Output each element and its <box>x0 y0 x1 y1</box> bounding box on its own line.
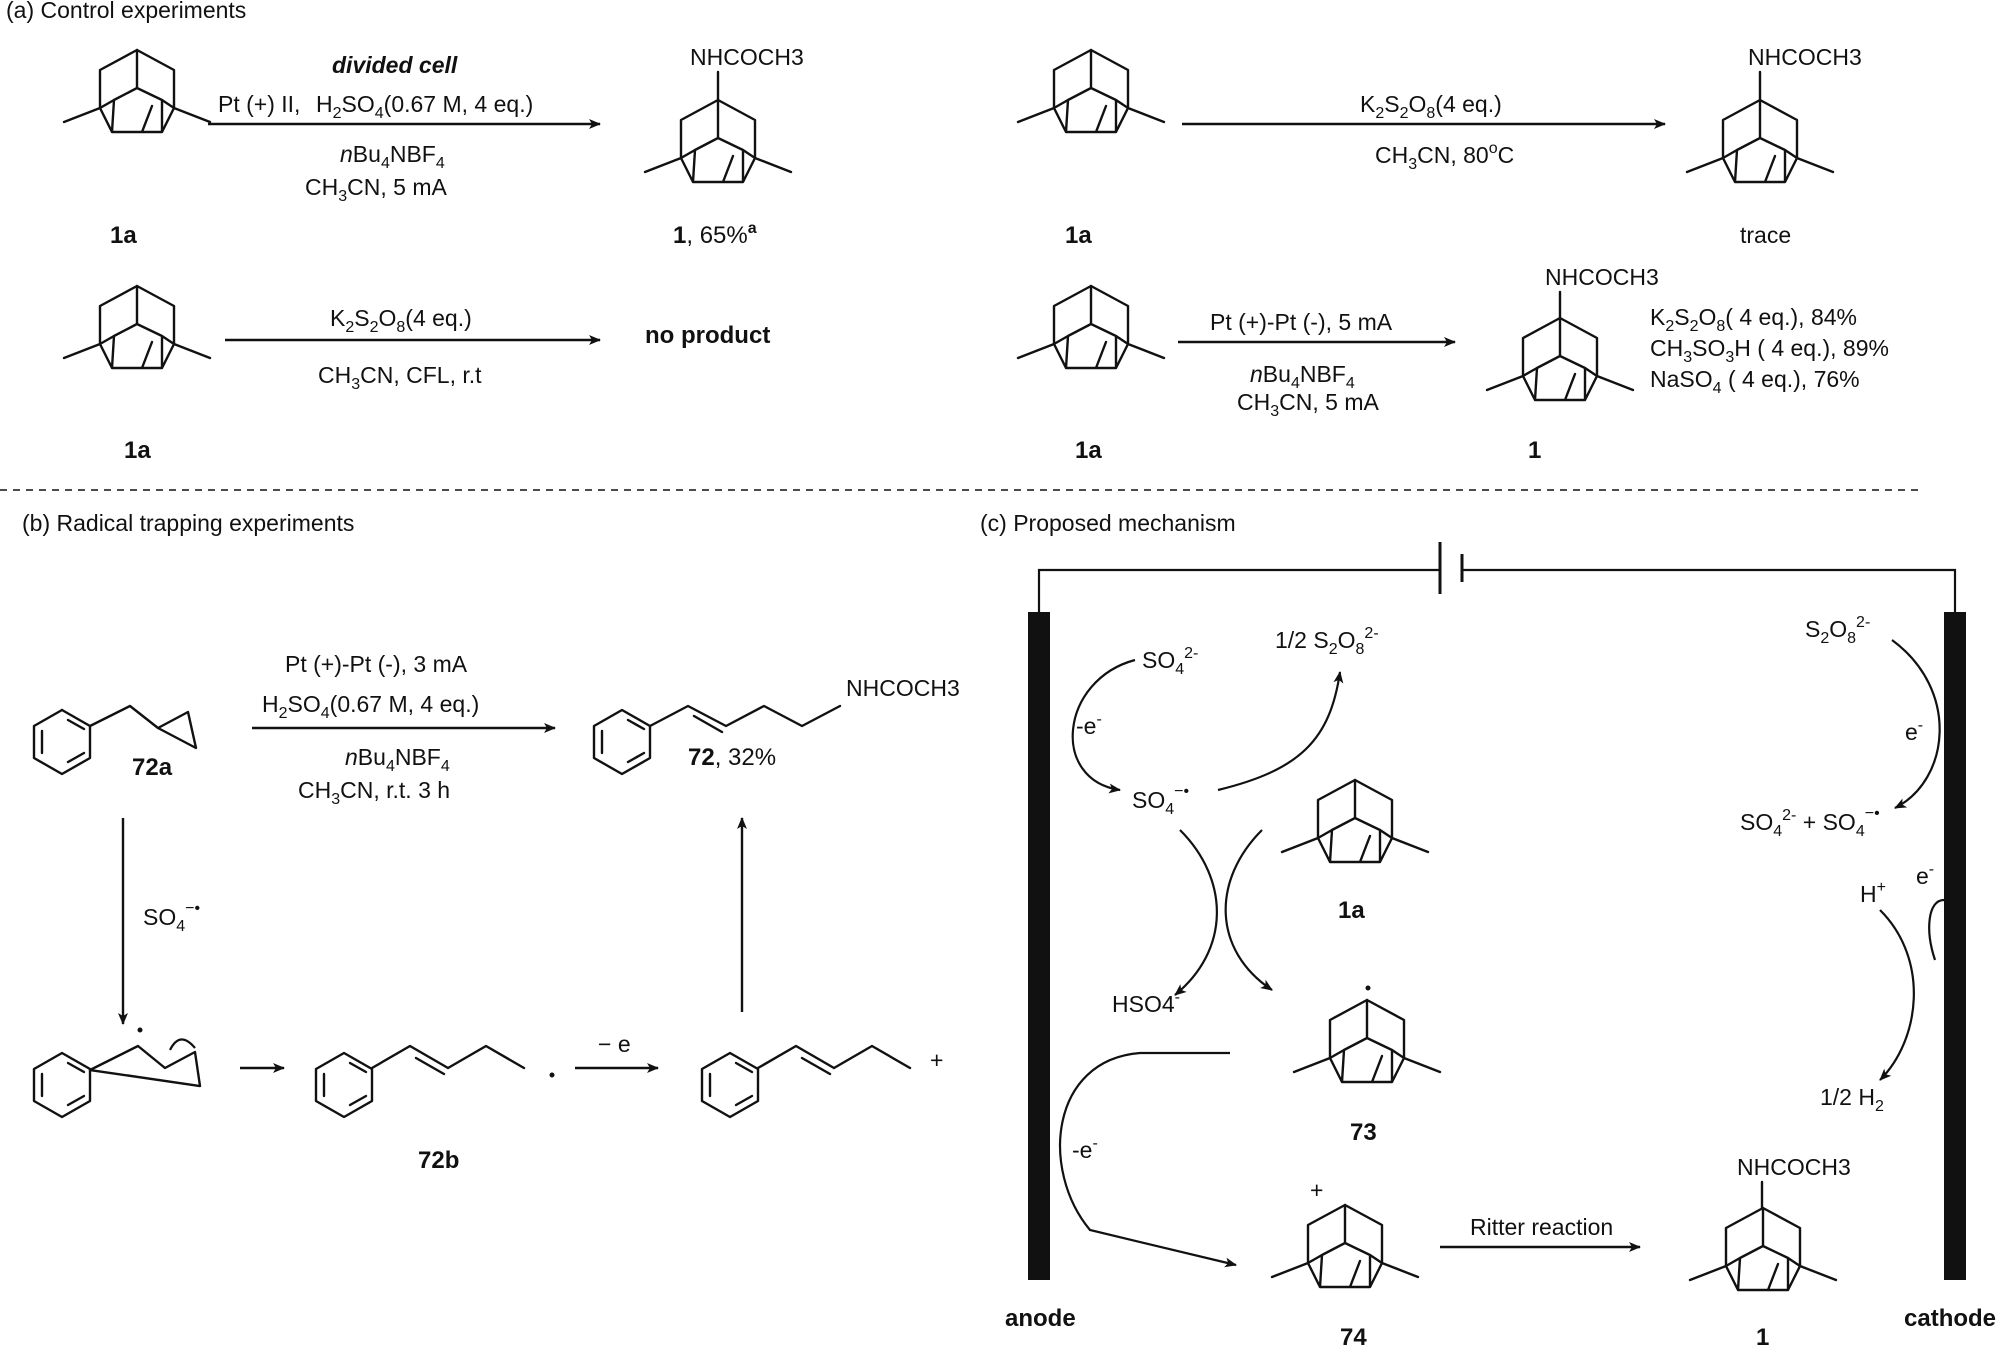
adamantane-product-1-a1 <box>643 98 793 184</box>
side-ch3so3h: CH3SO3H ( 4 eq.), 89% <box>1650 335 1889 366</box>
adamantane-1a-a2 <box>1016 48 1166 134</box>
so4-radical-b: SO4−• <box>143 900 200 935</box>
so4-products-cathode: SO42- + SO4−• <box>1740 805 1880 840</box>
so4-radical-c: SO4−• <box>1132 783 1189 818</box>
benzene-72a <box>32 708 92 776</box>
label-72a: 72a <box>132 754 173 781</box>
cond-nbu4nbf4-a1: nBu4NBF4 <box>340 141 445 172</box>
cond-ch3cn-80c: CH3CN, 80oC <box>1375 140 1514 173</box>
half-s2o8: 1/2 S2O82- <box>1275 625 1379 658</box>
label-73: 73 <box>1350 1119 1377 1146</box>
label-cathode: cathode <box>1904 1305 1996 1332</box>
cond-ch3cn-rt3h: CH3CN, r.t. 3 h <box>298 777 450 808</box>
circuit-wire <box>1037 568 1957 612</box>
adamantane-radical-73 <box>1292 998 1442 1084</box>
adamantane-cation-74 <box>1270 1203 1420 1289</box>
hso4-minus: HSO4- <box>1112 989 1180 1017</box>
label-1-c: 1 <box>1756 1324 1769 1347</box>
benzene-72b <box>314 1051 374 1119</box>
benzene-72 <box>592 708 652 776</box>
label-anode: anode <box>1005 1305 1076 1332</box>
cond-h2so4-eq: (0.67 M, 4 eq.) <box>384 91 534 117</box>
label-72-yield: 72, 32% <box>688 744 776 771</box>
anode-electrode <box>1028 612 1050 1280</box>
adamantane-1a-c <box>1280 778 1430 864</box>
cond-h2so4: H2SO4(0.67 M, 4 eq.) <box>316 91 533 122</box>
adamantane-product-1-c <box>1688 1206 1838 1292</box>
cond-pt-ii: Pt (+) II, <box>218 91 300 117</box>
side-naso4: NaSO4 ( 4 eq.), 76% <box>1650 366 1860 397</box>
s2o8-cathode: S2O82- <box>1805 614 1870 647</box>
minus-e-2: -e- <box>1072 1135 1098 1163</box>
so4-2minus: SO42- <box>1142 645 1198 678</box>
svg-text:+: + <box>930 1047 943 1073</box>
cond-ch3cn-5ma-a4: CH3CN, 5 mA <box>1237 389 1379 420</box>
label-1-yield: 1, 65%a <box>673 220 757 249</box>
benzene-radical <box>32 1051 92 1119</box>
cond-k2s2o8-a2: K2S2O8(4 eq.) <box>1360 91 1502 122</box>
label-trace: trace <box>1740 222 1791 248</box>
section-a-title: (a) Control experiments <box>6 0 246 23</box>
cathode-electrode <box>1944 612 1966 1280</box>
section-b-title: (b) Radical trapping experiments <box>22 510 354 536</box>
label-no-product: no product <box>645 322 770 349</box>
cond-pt-pt-5ma: Pt (+)-Pt (-), 5 mA <box>1210 309 1393 335</box>
cond-h2so4-b: H2SO4(0.67 M, 4 eq.) <box>262 691 479 722</box>
ritter-reaction: Ritter reaction <box>1470 1214 1613 1240</box>
cond-nbu4nbf4-a4: nBu4NBF4 <box>1250 361 1355 392</box>
label-1a-c: 1a <box>1338 897 1365 924</box>
nhcoch3-a4: NHCOCH3 <box>1545 264 1659 290</box>
label-1a-a2: 1a <box>1065 222 1092 249</box>
cond-k2s2o8-a3: K2S2O8(4 eq.) <box>330 305 472 336</box>
cond-nbu4nbf4-b: nBu4NBF4 <box>345 744 450 775</box>
cond-pt-pt-3ma: Pt (+)-Pt (-), 3 mA <box>285 651 468 677</box>
label-74: 74 <box>1340 1324 1367 1347</box>
label-1a-a4: 1a <box>1075 437 1102 464</box>
h-plus: H+ <box>1860 879 1886 907</box>
side-k2s2o8: K2S2O8( 4 eq.), 84% <box>1650 304 1857 335</box>
cond-ch3cn-cfl: CH3CN, CFL, r.t <box>318 362 482 393</box>
minus-e-b: − e <box>598 1031 631 1057</box>
cond-divided-cell: divided cell <box>332 52 458 78</box>
adamantane-product-a2 <box>1685 98 1835 184</box>
label-1-a4: 1 <box>1528 437 1541 464</box>
nhcoch3-a1: NHCOCH3 <box>690 44 804 70</box>
minus-e-1: -e- <box>1076 711 1102 739</box>
adamantane-product-1-a4 <box>1485 316 1635 402</box>
cond-ch3cn-5ma-a1: CH3CN, 5 mA <box>305 174 447 205</box>
section-c-title: (c) Proposed mechanism <box>980 510 1236 536</box>
adamantane-1a-a3 <box>62 284 212 370</box>
nhcoch3-c: NHCOCH3 <box>1737 1154 1851 1180</box>
benzene-cation <box>700 1051 760 1119</box>
e-minus-1: e- <box>1905 717 1923 745</box>
e-minus-2: e- <box>1916 861 1934 889</box>
adamantane-1a-a4 <box>1016 284 1166 370</box>
adamantane-1a-a1 <box>62 48 212 134</box>
svg-text:+: + <box>1310 1177 1323 1203</box>
nhcoch3-72: NHCOCH3 <box>846 675 960 701</box>
label-1a-a3: 1a <box>124 437 151 464</box>
label-72b: 72b <box>418 1147 459 1174</box>
nhcoch3-a2: NHCOCH3 <box>1748 44 1862 70</box>
half-h2: 1/2 H2 <box>1820 1084 1884 1115</box>
label-1a-a1: 1a <box>110 222 137 249</box>
